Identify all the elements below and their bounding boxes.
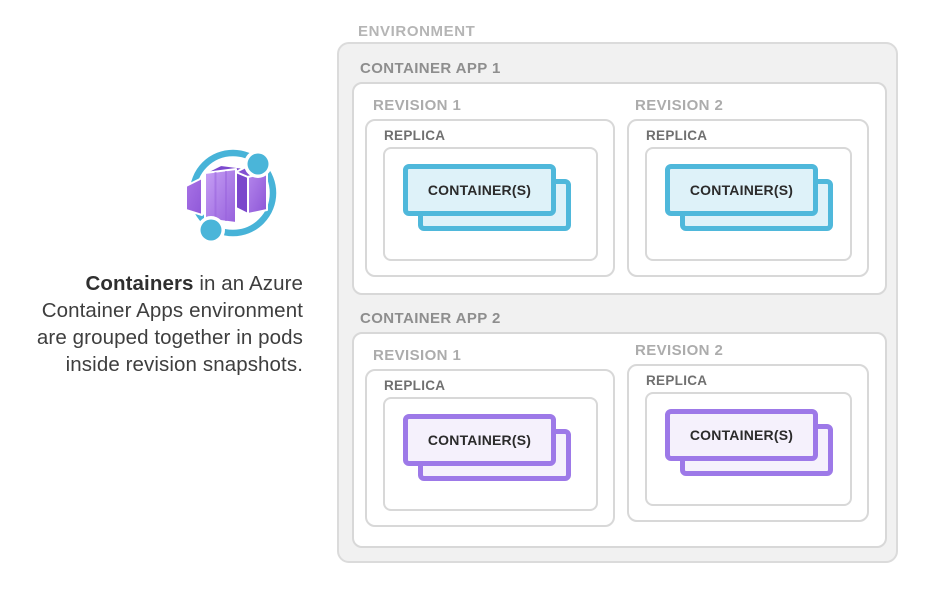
caption-line: Containers in an Azure (0, 270, 303, 297)
container-stack-front: CONTAINER(S) (403, 414, 556, 466)
revision-label: REVISION 1 (373, 97, 462, 114)
caption-line-rest: in an Azure (193, 272, 303, 295)
container-app-1-box: REVISION 1 REPLICA CONTAINER(S) REVISION… (352, 82, 887, 295)
replica-box: CONTAINER(S) (383, 397, 598, 511)
revision-label: REVISION 1 (373, 347, 462, 364)
app1-revision-1: REVISION 1 REPLICA CONTAINER(S) (365, 84, 615, 277)
replica-label: REPLICA (384, 128, 446, 143)
container-app-2-label: CONTAINER APP 2 (360, 310, 501, 327)
replica-box: CONTAINER(S) (383, 147, 598, 261)
replica-label: REPLICA (646, 373, 708, 388)
caption-lead: Containers (85, 272, 194, 295)
container-app-1-label: CONTAINER APP 1 (360, 60, 501, 77)
revision-label: REVISION 2 (635, 342, 724, 359)
azure-container-apps-icon (185, 149, 277, 244)
replica-box: CONTAINER(S) (645, 392, 852, 506)
revision-box: REPLICA CONTAINER(S) (365, 369, 615, 527)
orbit-dot-top (244, 150, 272, 178)
app2-revision-2: REVISION 2 REPLICA CONTAINER(S) (627, 329, 869, 522)
replica-label: REPLICA (646, 128, 708, 143)
caption-line: are grouped together in pods (36, 326, 303, 349)
revision-box: REPLICA CONTAINER(S) (627, 364, 869, 522)
app2-revision-1: REVISION 1 REPLICA CONTAINER(S) (365, 334, 615, 527)
cube-panel-lines (214, 171, 227, 221)
container-stack-front: CONTAINER(S) (665, 409, 818, 461)
caption-text: Containers in an Azure Container Apps en… (0, 270, 303, 378)
container-stack-front: CONTAINER(S) (403, 164, 556, 216)
container-app-2-box: REVISION 1 REPLICA CONTAINER(S) REVISION… (352, 332, 887, 548)
replica-box: CONTAINER(S) (645, 147, 852, 261)
revision-box: REPLICA CONTAINER(S) (627, 119, 869, 277)
caption-line: inside revision snapshots. (65, 353, 303, 376)
container-stack-front: CONTAINER(S) (665, 164, 818, 216)
app1-revision-2: REVISION 2 REPLICA CONTAINER(S) (627, 84, 869, 277)
revision-label: REVISION 2 (635, 97, 724, 114)
environment-box: CONTAINER APP 1 REVISION 1 REPLICA CONTA… (337, 42, 898, 563)
environment-label: ENVIRONMENT (358, 23, 476, 40)
caption-line: Container Apps environment (41, 299, 303, 322)
orbit-dot-bottom (197, 216, 225, 244)
revision-box: REPLICA CONTAINER(S) (365, 119, 615, 277)
replica-label: REPLICA (384, 378, 446, 393)
